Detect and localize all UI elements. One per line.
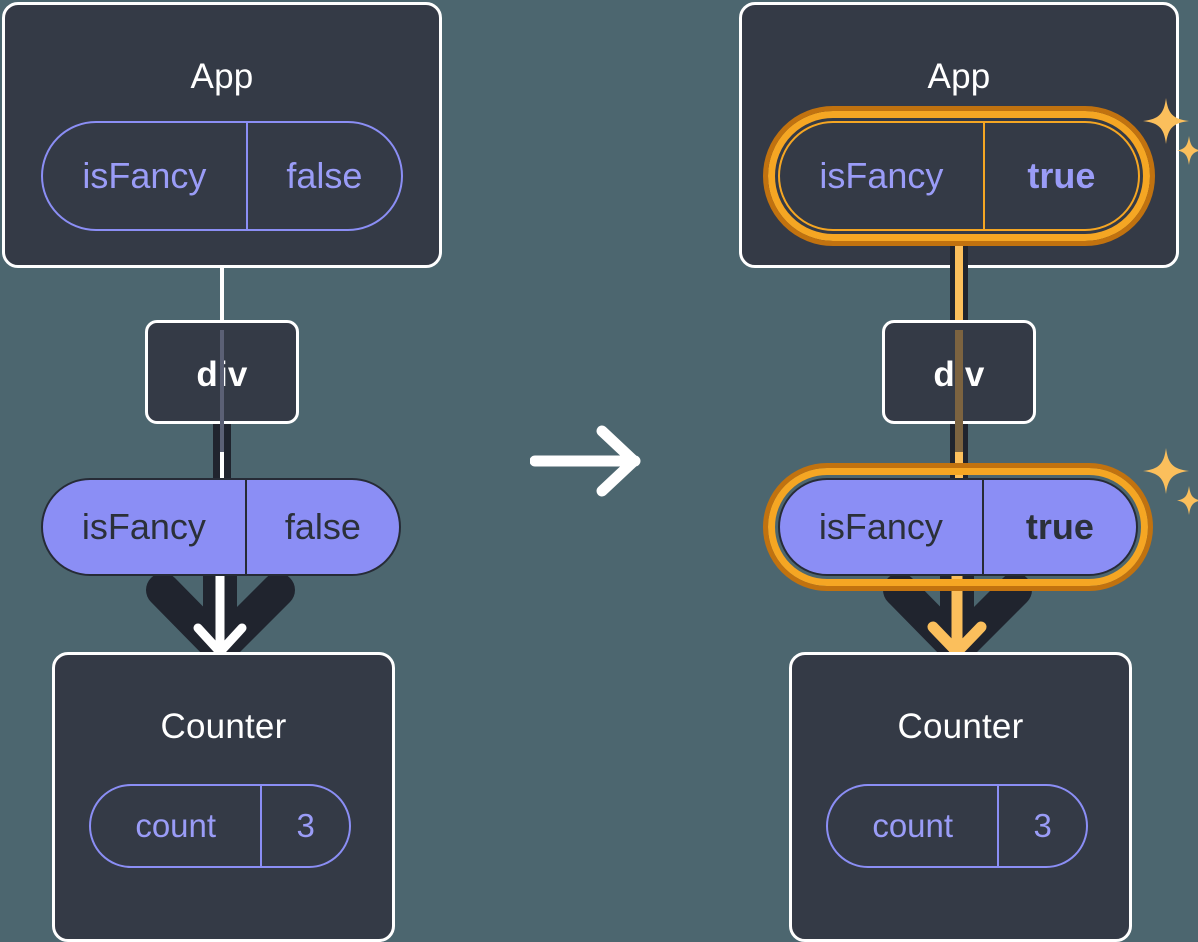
counter-state-value: 3 [1033,807,1052,844]
sparkle-icon [1139,446,1198,523]
counter-state-pill: count 3 [89,784,351,868]
counter-state-pill: count 3 [826,784,1088,868]
arrow-right-icon [529,425,645,497]
connector-core-through-div [220,330,224,452]
sparkle-icon [1139,96,1198,173]
passed-prop-pill: isFancy true [778,478,1138,576]
passed-prop-value: true [1025,506,1094,547]
after-panel: App isFancy true div isFancy true [737,0,1198,942]
app-state-value: true [1027,155,1096,196]
app-title: App [190,57,254,96]
counter-state-key: count [828,786,1000,866]
app-state-key: isFancy [780,123,985,229]
app-state-pill: isFancy true [778,121,1140,231]
app-state-value: false [286,155,363,196]
passed-prop-key: isFancy [780,480,984,574]
passed-prop-pill: isFancy false [41,478,401,576]
app-state-key: isFancy [43,123,248,229]
counter-state-value: 3 [296,807,315,844]
connector-app-to-div [220,268,224,322]
counter-title: Counter [160,707,287,746]
counter-state-key: count [91,786,263,866]
passed-prop-key: isFancy [43,480,247,574]
app-title: App [927,57,991,96]
counter-title: Counter [897,707,1024,746]
passed-prop-value: false [284,506,361,547]
before-panel: App isFancy false div isFancy false [0,0,460,942]
app-state-pill: isFancy false [41,121,403,231]
connector-core-through-div [955,330,963,452]
